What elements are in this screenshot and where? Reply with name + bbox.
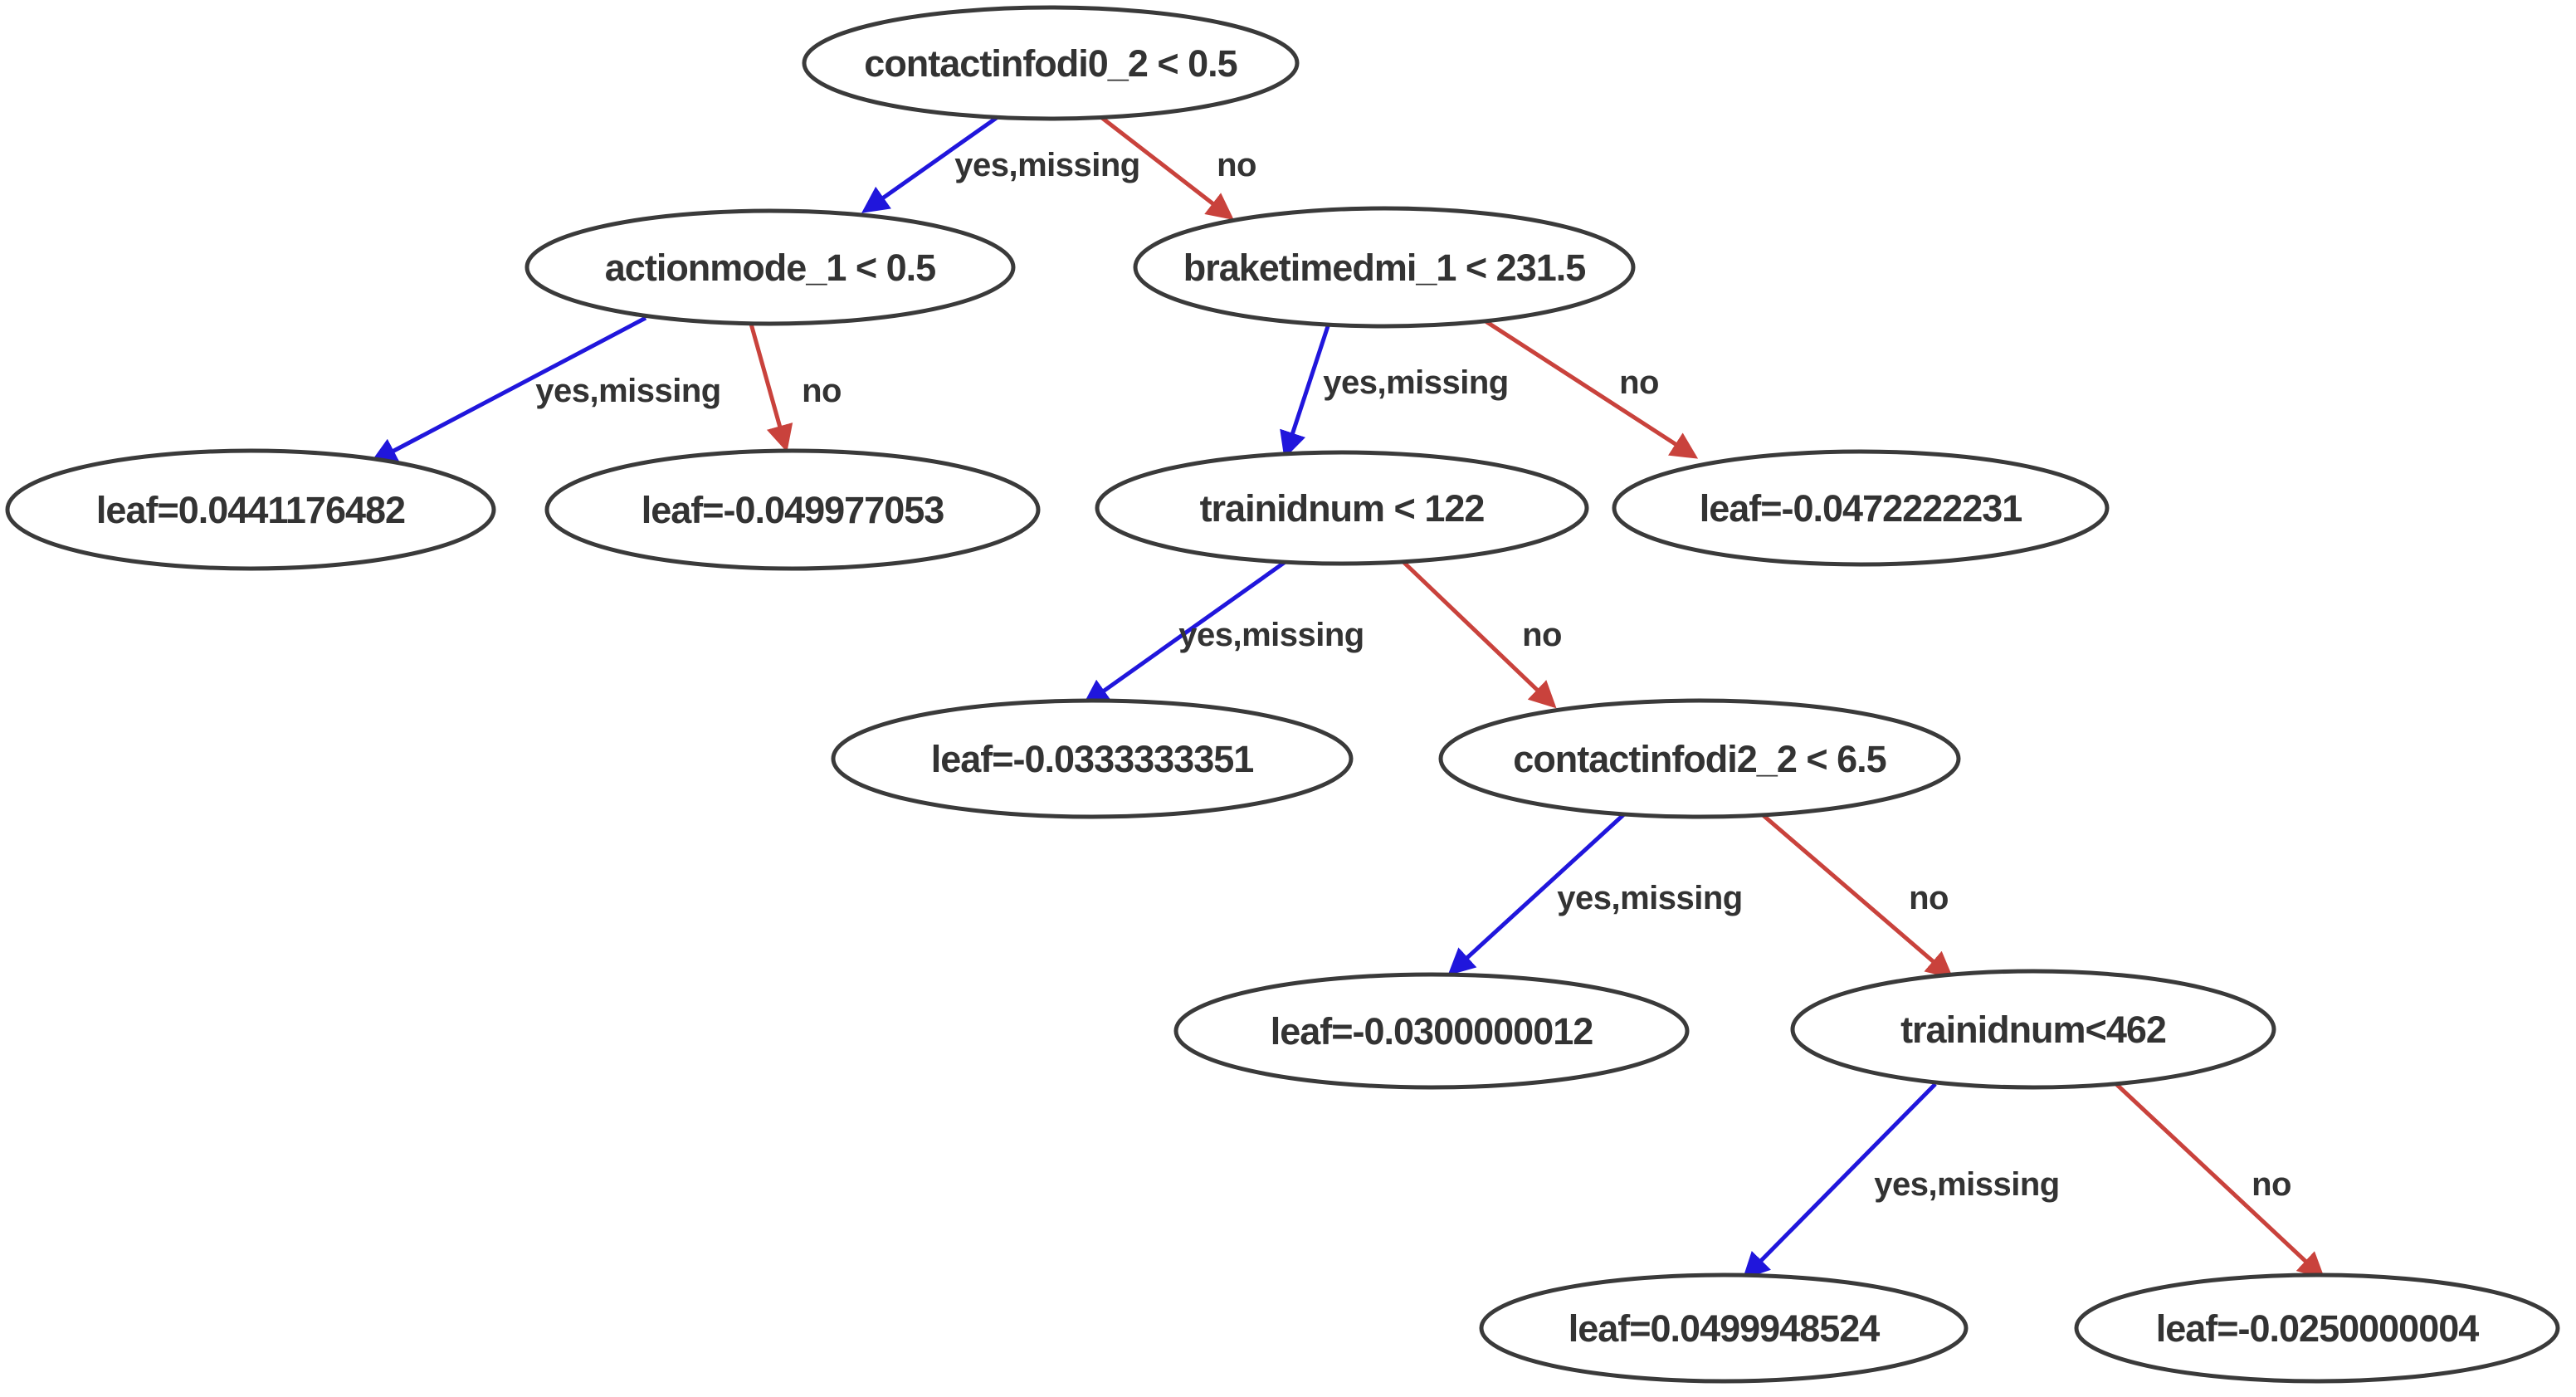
- leaf-node-2-ellipse: [544, 448, 1041, 571]
- edge-label-no: no: [1217, 147, 1256, 183]
- edge-label-no: no: [1619, 364, 1659, 401]
- leaf-node-5-ellipse: [1173, 972, 1690, 1090]
- edge-actionmode-yes-missing: [369, 315, 647, 464]
- leaf-node-2-label: leaf=-0.049977053: [642, 489, 944, 531]
- leaf-node-5-label: leaf=-0.0300000012: [1271, 1010, 1593, 1053]
- leaf-node-3-label: leaf=-0.0472222231: [1700, 487, 2022, 530]
- edge-root-yes-missing: [861, 113, 1002, 213]
- tree-nodes: contactinfodi0_2 < 0.5 actionmode_1 < 0.…: [5, 5, 2560, 1384]
- edge-label-no: no: [802, 373, 842, 409]
- edge-label-no: no: [1522, 617, 1562, 653]
- split-node-contactinfodi0-2-label: contactinfodi0_2 < 0.5: [864, 42, 1237, 85]
- edge-label-yes-missing: yes,missing: [535, 373, 721, 409]
- edge-label-yes-missing: yes,missing: [1178, 617, 1364, 653]
- leaf-node-4-ellipse: [831, 698, 1354, 819]
- leaf-node-6-ellipse: [1479, 1272, 1969, 1384]
- leaf-node-3-ellipse: [1612, 449, 2110, 567]
- split-node-contactinfodi2-2-ellipse: [1438, 698, 1961, 819]
- edge-label-yes-missing: yes,missing: [1874, 1166, 2060, 1203]
- edge-label-no: no: [2252, 1166, 2291, 1203]
- edge-braketimedmi-no: [1481, 317, 1699, 459]
- split-node-braketimedmi-1-ellipse: [1133, 206, 1636, 329]
- edge-trainidnum462-yes-missing: [1742, 1082, 1937, 1280]
- leaf-node-1-ellipse: [5, 448, 496, 571]
- split-node-trainidnum-122-ellipse: [1095, 450, 1589, 566]
- edge-trainidnum122-no: [1401, 559, 1557, 709]
- tree-edges: [369, 113, 2325, 1280]
- split-node-trainidnum-122-label: trainidnum < 122: [1200, 487, 1485, 530]
- edge-root-no: [1097, 114, 1234, 220]
- edge-contactinfodi2-no: [1759, 812, 1954, 979]
- edge-label-yes-missing: yes,missing: [954, 147, 1140, 183]
- leaf-node-6-label: leaf=0.0499948524: [1569, 1307, 1881, 1350]
- edge-contactinfodi2-yes-missing: [1447, 812, 1627, 976]
- edge-actionmode-no: [747, 317, 793, 452]
- edge-label-yes-missing: yes,missing: [1323, 364, 1509, 401]
- split-node-contactinfodi0-2-ellipse: [802, 5, 1300, 121]
- split-node-actionmode-1-ellipse: [524, 208, 1016, 326]
- split-node-actionmode-1-label: actionmode_1 < 0.5: [605, 247, 935, 289]
- leaf-node-7-label: leaf=-0.0250000004: [2156, 1307, 2480, 1350]
- edge-label-no: no: [1909, 880, 1949, 916]
- edge-label-yes-missing: yes,missing: [1557, 880, 1743, 916]
- leaf-node-4-label: leaf=-0.0333333351: [931, 738, 1254, 780]
- split-node-trainidnum-462-ellipse: [1790, 969, 2276, 1090]
- edge-trainidnum462-no: [2115, 1082, 2325, 1280]
- split-node-braketimedmi-1-label: braketimedmi_1 < 231.5: [1183, 247, 1586, 289]
- tree-edge-labels: yes,missing no yes,missing no yes,missin…: [535, 147, 2291, 1203]
- leaf-node-7-ellipse: [2074, 1272, 2560, 1384]
- edge-braketimedmi-yes-missing: [1280, 323, 1331, 459]
- edge-trainidnum122-yes-missing: [1082, 559, 1288, 706]
- leaf-node-1-label: leaf=0.0441176482: [96, 489, 405, 531]
- split-node-trainidnum-462-label: trainidnum<462: [1900, 1009, 2166, 1051]
- split-node-contactinfodi2-2-label: contactinfodi2_2 < 6.5: [1513, 738, 1886, 780]
